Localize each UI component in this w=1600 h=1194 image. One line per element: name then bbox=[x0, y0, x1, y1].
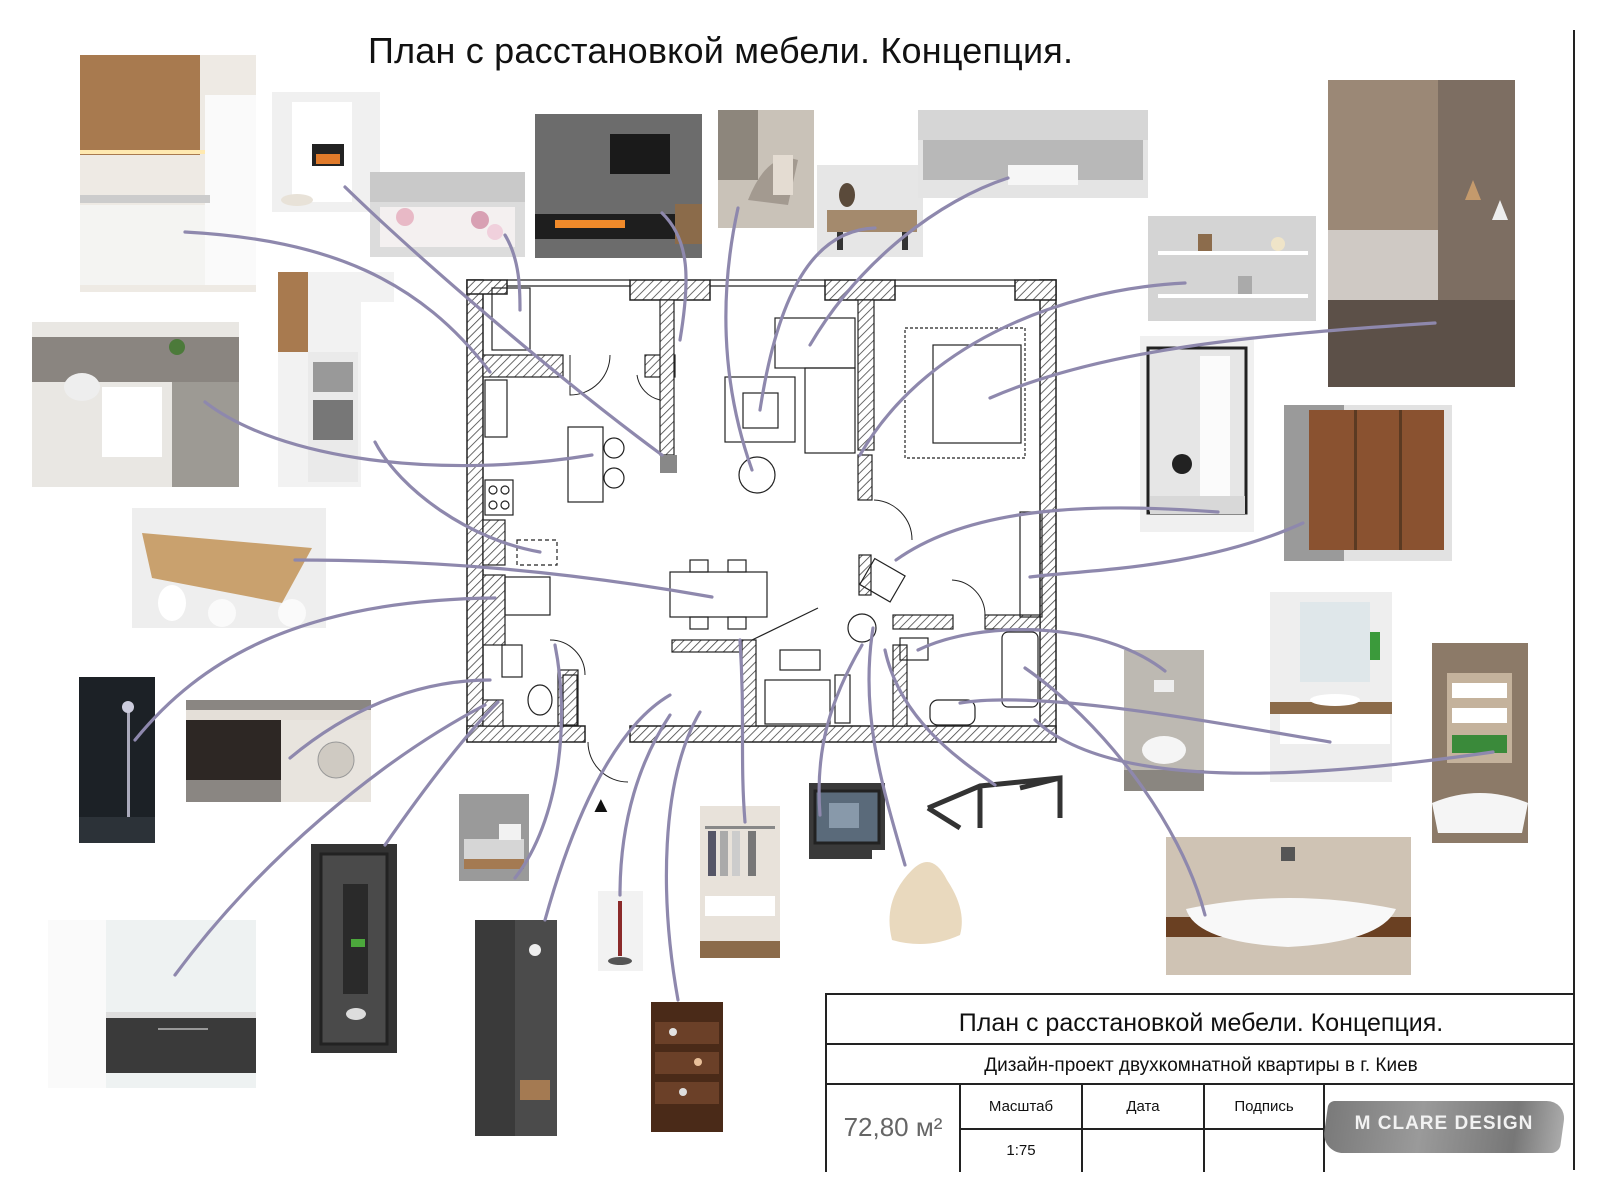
signature-label: Подпись bbox=[1205, 1085, 1325, 1130]
title-block-subtitle: Дизайн-проект двухкомнатной квартиры в г… bbox=[827, 1045, 1575, 1085]
shoe-cabinet-photo bbox=[643, 992, 731, 1137]
freestanding-bathtub-photo bbox=[1166, 837, 1411, 975]
signature-value bbox=[1205, 1130, 1325, 1172]
fireplace-white-photo bbox=[272, 92, 380, 212]
bedroom-photo bbox=[1328, 80, 1515, 387]
furniture bbox=[484, 287, 1043, 726]
title-block: План с расстановкой мебели. Концепция. Д… bbox=[825, 993, 1575, 1172]
double-vanity-photo bbox=[48, 920, 256, 1088]
windows bbox=[507, 279, 1015, 287]
outer-walls bbox=[466, 279, 1057, 743]
glass-door-bathroom-photo bbox=[311, 844, 397, 1053]
scale-value: 1:75 bbox=[961, 1130, 1083, 1172]
bathroom-vanity-photo bbox=[1270, 592, 1392, 782]
title-block-title: План с расстановкой мебели. Концепция. bbox=[827, 995, 1575, 1045]
door-swings bbox=[549, 354, 986, 783]
hall-bench-photo bbox=[459, 794, 529, 881]
built-in-oven-photo bbox=[278, 272, 394, 487]
date-value bbox=[1083, 1130, 1205, 1172]
laundry-cabinet-photo bbox=[186, 700, 371, 802]
wardrobe-interior-photo bbox=[700, 806, 780, 958]
wooden-wardrobe-photo bbox=[1284, 405, 1452, 561]
interior-walls bbox=[482, 299, 1041, 727]
logo-text: M CLARE DESIGN bbox=[1354, 1113, 1534, 1134]
area-value: 72,80 м² bbox=[827, 1085, 961, 1172]
tv-fireplace-wall-photo bbox=[535, 114, 702, 258]
kitchen-island-photo bbox=[32, 322, 239, 487]
window-seat-photo bbox=[370, 172, 525, 257]
shower-photo bbox=[79, 677, 155, 843]
bean-bag-photo bbox=[872, 850, 976, 952]
kitchen-cabinets-photo bbox=[80, 55, 256, 292]
studio-logo: M CLARE DESIGN bbox=[1321, 1091, 1567, 1163]
frame-border-line bbox=[1573, 30, 1575, 1170]
wall-shelves-photo bbox=[1148, 216, 1316, 321]
north-arrow-icon: ▲ bbox=[590, 792, 612, 817]
hallway-hooks-photo bbox=[475, 920, 557, 1136]
lounge-chair-photo bbox=[718, 110, 814, 228]
pull-up-bar-photo bbox=[920, 758, 1070, 856]
tv-monitor-photo bbox=[809, 783, 885, 859]
date-label: Дата bbox=[1083, 1085, 1205, 1130]
leader-lines bbox=[133, 176, 1495, 1002]
gray-sofa-photo bbox=[918, 110, 1148, 198]
scale-label: Масштаб bbox=[961, 1085, 1083, 1130]
umbrella-stand-photo bbox=[598, 891, 643, 971]
page-title: План с расстановкой мебели. Концепция. bbox=[368, 30, 1074, 71]
bathtub-niche-photo bbox=[1432, 643, 1528, 843]
dining-table-photo bbox=[132, 508, 326, 628]
